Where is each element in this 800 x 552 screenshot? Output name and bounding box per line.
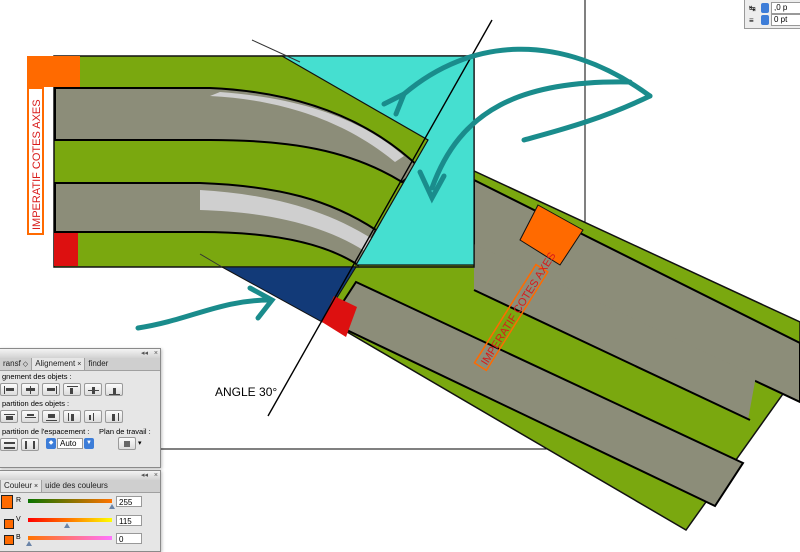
angle-diagonal-line (251, 39, 301, 63)
tab-pathfinder[interactable]: finder (88, 359, 109, 368)
tab-color[interactable]: Couleur× (0, 480, 43, 492)
orange-marker-top-left (27, 56, 80, 87)
distribute-objects-label: partition des objets : (2, 399, 70, 408)
align-objects-buttons (0, 383, 123, 396)
imperatif-box-right (473, 263, 549, 372)
distribute-objects-buttons (0, 410, 123, 423)
slider-blue-track[interactable] (28, 536, 112, 540)
slider-green-label: V (16, 516, 21, 523)
space-after-icon: ≡ (749, 15, 754, 25)
slider-blue: B 0 (16, 533, 156, 547)
space-after-field[interactable]: 0 pt (771, 14, 800, 26)
arrow-top-back (521, 93, 653, 143)
angle-label: ANGLE 30° (215, 385, 277, 399)
fill-swatch[interactable] (1, 495, 13, 509)
align-to-chevron-icon[interactable]: ▾ (138, 440, 142, 447)
angle-diagonal-line-lower (199, 253, 223, 268)
spacing-value-field[interactable]: Auto (57, 438, 83, 449)
arrow-middle (429, 79, 633, 191)
distribute-spacing-label: partition de l'espacement : (2, 427, 90, 436)
indent-field[interactable]: ,0 p (771, 2, 800, 14)
paragraph-row-indent: ↹ ,0 p (749, 2, 800, 14)
paragraph-panel: ↹ ,0 p ≡ 0 pt (744, 0, 800, 29)
distribute-spacing-buttons (0, 438, 39, 451)
align-right-button[interactable] (42, 383, 60, 396)
last-color-swatch[interactable] (4, 535, 14, 545)
slider-green: V 115 (16, 515, 156, 529)
color-collapse-icon[interactable]: ◂◂ (140, 472, 148, 479)
distribute-vcenter-button[interactable] (21, 410, 39, 423)
slider-red-value[interactable]: 255 (116, 496, 142, 507)
align-bottom-button[interactable] (105, 383, 123, 396)
slider-green-track[interactable] (28, 518, 112, 522)
tab-transform[interactable]: ransf◇ (3, 359, 29, 368)
arrow-top (401, 46, 653, 99)
color-palette: ◂◂ × Couleur× uide des couleurs R 255 V … (0, 470, 161, 552)
slider-red-thumb[interactable] (109, 504, 115, 509)
slider-blue-value[interactable]: 0 (116, 533, 142, 544)
align-palette: ◂◂ × ransf◇ Alignement× finder gnement d… (0, 348, 161, 468)
close-palette-icon[interactable]: × (153, 350, 158, 357)
color-close-palette-icon[interactable]: × (153, 472, 158, 479)
angle-reference-line (267, 19, 493, 417)
stroke-swatch[interactable] (4, 519, 14, 529)
align-vcenter-button[interactable] (84, 383, 102, 396)
cyan-transition-zone (279, 55, 475, 266)
slider-blue-thumb[interactable] (26, 541, 32, 546)
tab-color-guide[interactable]: uide des couleurs (45, 481, 108, 490)
distribute-right-button[interactable] (105, 410, 123, 423)
arrow-bottom (135, 297, 273, 331)
collapse-icon[interactable]: ◂◂ (140, 350, 148, 357)
spacing-stepper[interactable]: ◆ (46, 438, 56, 449)
slider-red-track[interactable] (28, 499, 112, 503)
navy-transition-zone (221, 266, 357, 323)
indent-stepper[interactable] (761, 3, 769, 13)
angled-rail-3 (474, 244, 756, 420)
align-objects-label: gnement des objets : (2, 372, 72, 381)
angled-rail-edge (473, 289, 751, 421)
align-left-button[interactable] (0, 383, 18, 396)
arrow-bottom-head (247, 285, 276, 321)
space-after-stepper[interactable] (761, 15, 769, 25)
align-to-label: Plan de travail : (99, 427, 151, 436)
slider-green-thumb[interactable] (64, 523, 70, 528)
tab-alignment[interactable]: Alignement× (31, 358, 86, 370)
distribute-vspace-button[interactable] (0, 438, 18, 451)
curved-rail-lower-light (200, 190, 380, 256)
distribute-hcenter-button[interactable] (84, 410, 102, 423)
distribute-bottom-button[interactable] (42, 410, 60, 423)
slider-red-label: R (16, 497, 22, 504)
distribute-hspace-button[interactable] (21, 438, 39, 451)
distribute-left-button[interactable] (63, 410, 81, 423)
arrow-top-head (381, 88, 409, 117)
distribute-top-button[interactable] (0, 410, 18, 423)
align-palette-tabs: ransf◇ Alignement× finder (0, 358, 160, 371)
arrow-middle-head (417, 169, 447, 204)
align-top-button[interactable] (63, 383, 81, 396)
teal-arrows (135, 46, 653, 331)
orange-marker-right (519, 204, 584, 266)
color-palette-tabs: Couleur× uide des couleurs (0, 480, 160, 493)
slider-green-value[interactable]: 115 (116, 515, 142, 526)
red-marker-left (54, 233, 78, 266)
align-to-artboard-button[interactable] (118, 437, 136, 450)
align-hcenter-button[interactable] (21, 383, 39, 396)
imperatif-label-left: IMPERATIF COTES AXES (31, 99, 43, 230)
slider-red: R 255 (16, 496, 156, 510)
paragraph-row-space-after: ≡ 0 pt (749, 14, 800, 26)
imperatif-box-left (27, 87, 44, 235)
slider-blue-label: B (16, 534, 21, 541)
spacing-dropdown-chevron-icon[interactable]: ▼ (84, 438, 94, 449)
indent-icon: ↹ (749, 3, 756, 13)
